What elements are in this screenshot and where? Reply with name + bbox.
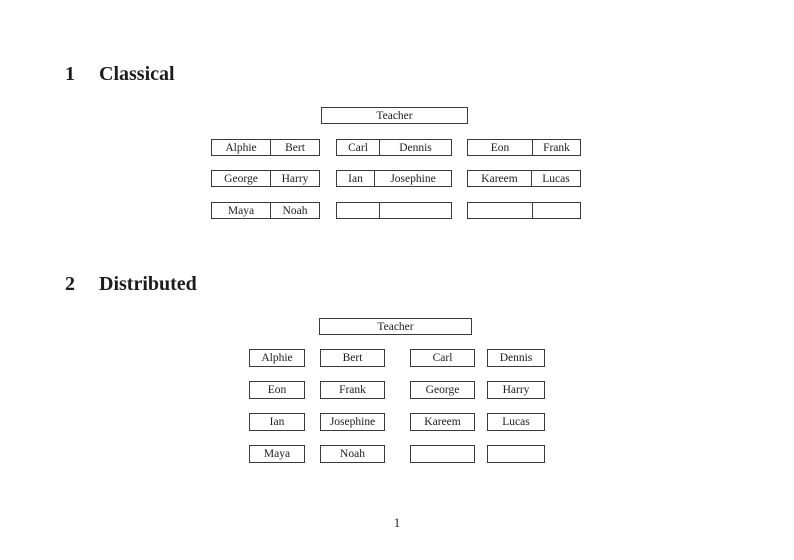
seat-left	[468, 203, 532, 218]
desk-classical-r2c2: Ian Josephine	[336, 170, 452, 187]
seat-right	[379, 203, 451, 218]
section-title: Distributed	[99, 273, 197, 295]
seat-distributed-r3c4: Lucas	[487, 413, 545, 431]
seat-distributed-r4c4	[487, 445, 545, 463]
seat-distributed-r2c1: Eon	[249, 381, 305, 399]
seat-distributed-r1c4: Dennis	[487, 349, 545, 367]
seat-right: Josephine	[374, 171, 451, 186]
seat-distributed-r3c2: Josephine	[320, 413, 385, 431]
seat-left: Carl	[348, 141, 368, 154]
seat-left: Alphie	[225, 141, 257, 154]
seat-distributed-r1c3: Carl	[410, 349, 475, 367]
seat-right: Dennis	[379, 140, 451, 155]
seat-distributed-r2c4: Harry	[487, 381, 545, 399]
desk-classical-r2c1: George Harry	[211, 170, 320, 187]
seat-left: Kareem	[481, 172, 518, 185]
seat-right: Bert	[270, 140, 319, 155]
seat-right: Frank	[532, 140, 580, 155]
desk-classical-r3c1: Maya Noah	[211, 202, 320, 219]
teacher-label: Teacher	[376, 109, 413, 122]
seat-left	[337, 203, 379, 218]
seat-distributed-r2c3: George	[410, 381, 475, 399]
seat-distributed-r4c3	[410, 445, 475, 463]
desk-classical-r3c3	[467, 202, 581, 219]
seat-left: Maya	[227, 204, 255, 217]
teacher-label: Teacher	[377, 320, 414, 333]
teacher-box-distributed: Teacher	[319, 318, 472, 335]
seat-distributed-r2c2: Frank	[320, 381, 385, 399]
page-number: 1	[393, 516, 401, 530]
seat-distributed-r1c1: Alphie	[249, 349, 305, 367]
desk-classical-r2c3: Kareem Lucas	[467, 170, 581, 187]
section-number: 2	[65, 273, 75, 295]
section-heading-distributed: 2 Distributed	[65, 274, 197, 294]
section-number: 1	[65, 63, 75, 85]
desk-classical-r1c2: Carl Dennis	[336, 139, 452, 156]
seat-distributed-r4c1: Maya	[249, 445, 305, 463]
seat-distributed-r4c2: Noah	[320, 445, 385, 463]
desk-classical-r3c2	[336, 202, 452, 219]
desk-classical-r1c1: Alphie Bert	[211, 139, 320, 156]
seat-left: Eon	[490, 141, 510, 154]
teacher-box-classical: Teacher	[321, 107, 468, 124]
section-heading-classical: 1 Classical	[65, 64, 175, 84]
seat-distributed-r3c1: Ian	[249, 413, 305, 431]
seat-left: Ian	[348, 172, 363, 185]
seat-right: Lucas	[531, 171, 580, 186]
seat-right: Noah	[270, 203, 319, 218]
seat-right: Harry	[270, 171, 319, 186]
seat-distributed-r1c2: Bert	[320, 349, 385, 367]
section-title: Classical	[99, 63, 175, 85]
desk-classical-r1c3: Eon Frank	[467, 139, 581, 156]
seat-left: George	[224, 172, 258, 185]
seat-distributed-r3c3: Kareem	[410, 413, 475, 431]
seat-right	[532, 203, 580, 218]
